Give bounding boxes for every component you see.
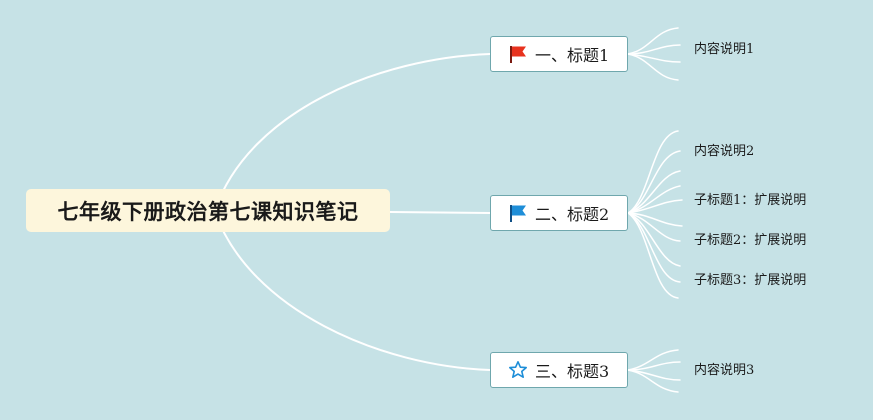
- fan-b3-4: [627, 369, 679, 393]
- fan-b2-3: [627, 170, 681, 214]
- leaf-topic[interactable]: 内容说明3: [694, 363, 755, 378]
- connector-root-branch-2: [389, 211, 491, 214]
- branch-topic-1[interactable]: 一、标题1: [490, 36, 628, 72]
- fan-b1-4: [627, 53, 679, 81]
- leaf-topic[interactable]: 子标题2：扩展说明: [694, 233, 807, 248]
- leaf-topic[interactable]: 子标题1：扩展说明: [694, 193, 807, 208]
- fan-b3-1: [627, 349, 679, 371]
- fan-b2-6: [627, 212, 683, 227]
- root-topic[interactable]: 七年级下册政治第七课知识笔记: [26, 189, 390, 232]
- leaf-topic[interactable]: 子标题3：扩展说明: [694, 273, 807, 288]
- fan-b1-2: [627, 44, 681, 55]
- blue-flag-icon: [510, 205, 526, 222]
- fan-b2-5: [627, 199, 683, 214]
- connector-root-branch-3: [214, 211, 491, 371]
- branch-topic-3[interactable]: 三、标题3: [490, 352, 628, 388]
- branch-topic-1-label: 一、标题1: [535, 46, 610, 65]
- red-flag-icon: [510, 46, 526, 63]
- fan-b2-2: [627, 150, 681, 214]
- branch-topic-2-label: 二、标题2: [535, 205, 610, 224]
- fan-b2-1: [627, 130, 679, 214]
- leaf-topic[interactable]: 内容说明1: [694, 42, 755, 57]
- star-outline-icon: [509, 361, 527, 378]
- root-topic-label: 七年级下册政治第七课知识笔记: [57, 199, 359, 224]
- connector-root-branch-1: [214, 53, 491, 211]
- fan-b2-10: [627, 212, 679, 299]
- leaf-topic[interactable]: 内容说明2: [694, 144, 755, 159]
- fan-b1-1: [627, 27, 679, 55]
- branch-topic-3-label: 三、标题3: [535, 362, 610, 381]
- fan-b1-3: [627, 53, 681, 63]
- fan-b2-8: [627, 212, 681, 267]
- fan-b3-2: [627, 361, 681, 371]
- fan-b2-7: [627, 212, 681, 242]
- fan-b2-9: [627, 212, 681, 283]
- branch-topic-2[interactable]: 二、标题2: [490, 195, 628, 231]
